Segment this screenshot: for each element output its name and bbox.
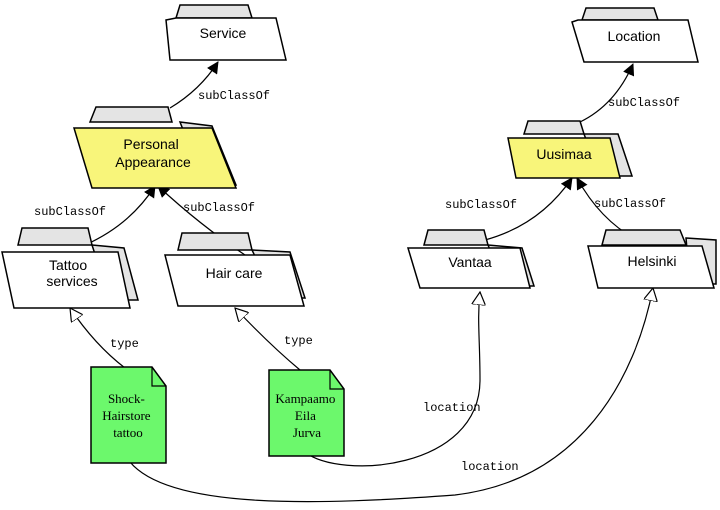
folder-label-service: Service bbox=[200, 25, 247, 41]
edge-label-helsinki-uusimaa: subClassOf bbox=[594, 197, 666, 211]
edge-label-pa-service: subClassOf bbox=[198, 89, 270, 103]
edge-label-kampaamo-type: type bbox=[284, 334, 313, 348]
edge-shock-location bbox=[129, 288, 653, 503]
folder-vantaa[interactable]: Vantaa bbox=[406, 229, 536, 289]
folder-personal-appearance[interactable]: Personal Appearance bbox=[72, 106, 238, 189]
edge-vantaa-uusimaa bbox=[484, 177, 573, 241]
folder-label-uusimaa: Uusimaa bbox=[536, 146, 591, 162]
edge-label-shock-type: type bbox=[110, 337, 139, 351]
folder-tattoo-services[interactable]: Tattoo services bbox=[1, 227, 139, 309]
edge-label-kampaamo-location: location bbox=[423, 401, 481, 415]
instance-label-kampaamo: Kampaamo Eila Jurva bbox=[275, 391, 338, 440]
folder-label-personal-appearance: Personal Appearance bbox=[115, 136, 191, 170]
instance-label-shock-hairstore: Shock- Hairstore tattoo bbox=[102, 391, 154, 440]
folder-helsinki[interactable]: Helsinki bbox=[587, 229, 717, 289]
folder-label-tattoo-services: Tattoo services bbox=[46, 257, 97, 289]
edge-label-shock-location: location bbox=[461, 460, 519, 474]
edge-tattoo-pa bbox=[84, 185, 156, 246]
folder-label-location: Location bbox=[608, 28, 661, 44]
edge-label-haircare-pa: subClassOf bbox=[183, 201, 255, 215]
edge-pa-service bbox=[169, 61, 219, 109]
edge-label-uusimaa-location: subClassOf bbox=[608, 96, 680, 110]
edge-uusimaa-location bbox=[579, 63, 635, 123]
edge-label-tattoo-pa: subClassOf bbox=[34, 205, 106, 219]
edge-kampaamo-location bbox=[304, 292, 480, 467]
folder-uusimaa[interactable]: Uusimaa bbox=[507, 120, 634, 179]
folder-location[interactable]: Location bbox=[571, 7, 699, 63]
instance-shock-hairstore[interactable]: Shock- Hairstore tattoo bbox=[90, 366, 167, 464]
folder-label-vantaa: Vantaa bbox=[448, 254, 492, 270]
folder-label-hair-care: Hair care bbox=[206, 265, 263, 281]
edge-kampaamo-type bbox=[235, 308, 301, 371]
edge-label-vantaa-uusimaa: subClassOf bbox=[445, 198, 517, 212]
folder-service[interactable]: Service bbox=[165, 4, 287, 61]
folder-label-helsinki: Helsinki bbox=[627, 253, 676, 269]
instance-kampaamo[interactable]: Kampaamo Eila Jurva bbox=[268, 369, 345, 457]
folder-hair-care[interactable]: Hair care bbox=[164, 232, 307, 307]
edge-shock-type bbox=[70, 308, 126, 369]
